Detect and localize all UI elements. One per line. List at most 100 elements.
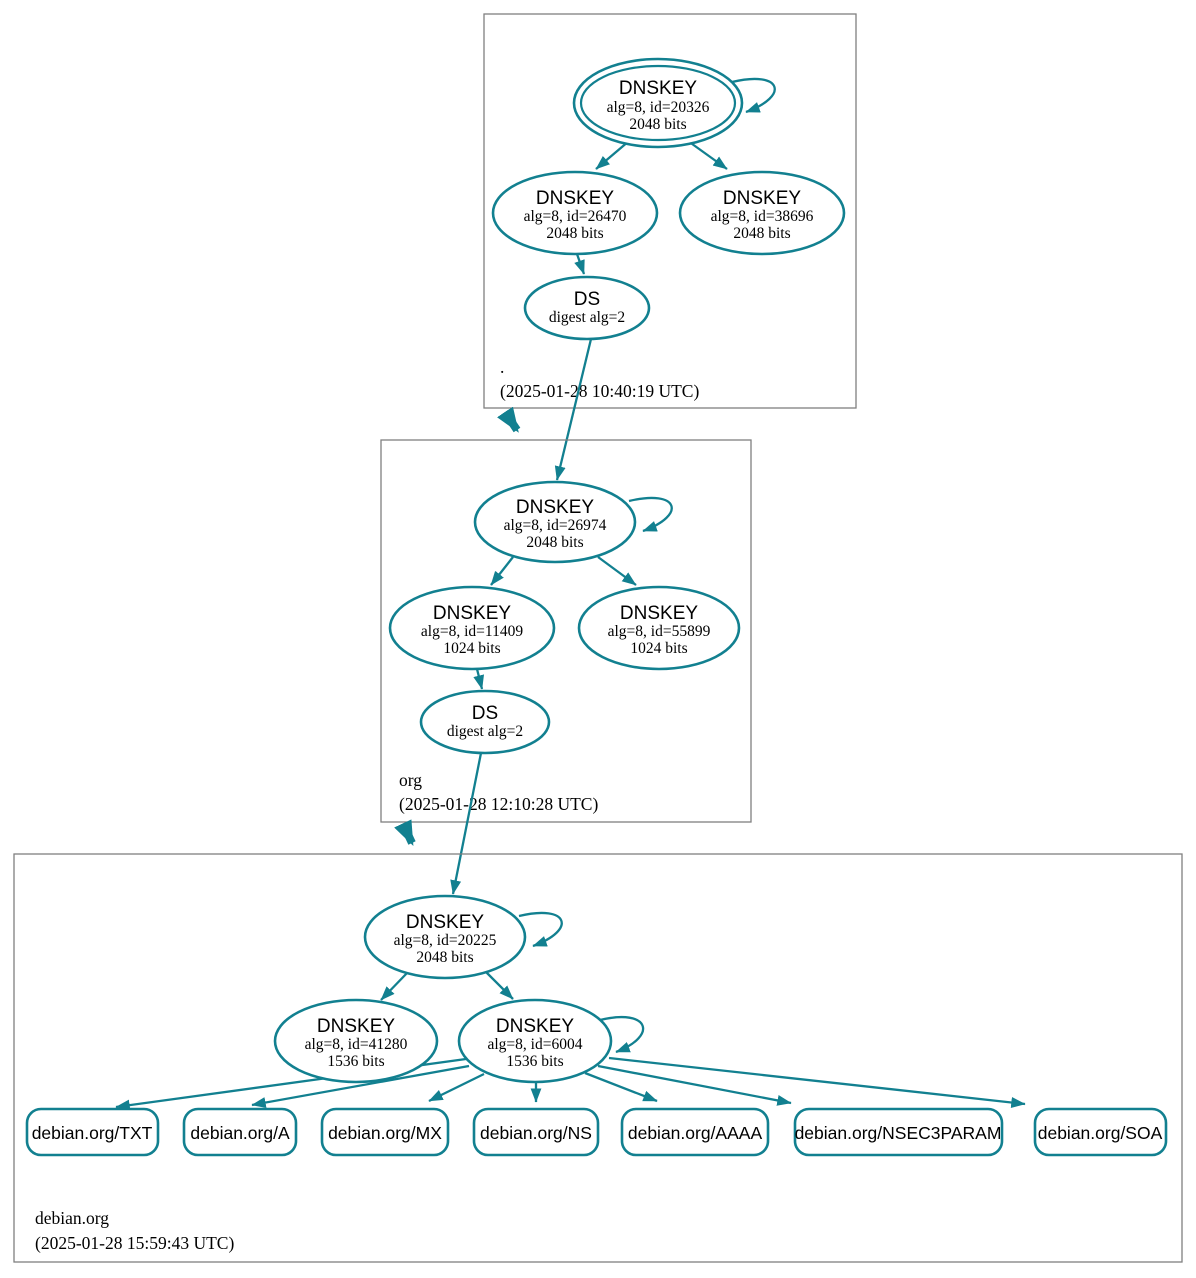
zone-root-edges (574, 77, 776, 275)
rrset-node-a: debian.org/A (182, 1107, 298, 1157)
rrset-label: debian.org/AAAA (628, 1123, 763, 1143)
dnskey-ellipse (388, 585, 556, 671)
zone-org: DNSKEY alg=8, id=26974 2048 bits DNSKEY … (380, 439, 752, 823)
dnskey-node-org-ksk: DNSKEY alg=8, id=26974 2048 bits (473, 480, 637, 564)
dnskey-ellipse (678, 170, 846, 256)
zone-box-org (380, 439, 752, 823)
rrset-box (182, 1107, 298, 1157)
rrsig-edge-ksk-to-zsk (490, 556, 514, 586)
rrset-box (320, 1107, 450, 1157)
zone-name-debian-org: debian.org (35, 1208, 109, 1228)
zone-debian-org: DNSKEY alg=8, id=20225 2048 bits DNSKEY … (13, 853, 1183, 1263)
rrsig-edge-ksk-to-key (687, 140, 728, 170)
ds-to-dnskey-edge-org-debian (450, 752, 483, 895)
dnskey-ellipse (572, 57, 744, 149)
dnskey-type-label: DNSKEY (433, 603, 511, 624)
dnskey-type-label: DNSKEY (317, 1016, 395, 1037)
dnskey-node-debian-key2: DNSKEY alg=8, id=41280 1536 bits (273, 998, 439, 1084)
rrsig-self-loop-debian-ksk (518, 911, 563, 948)
rrset-box (25, 1107, 160, 1157)
rrsig-self-loop-root-ksk (731, 77, 776, 114)
ds-type-label: DS (472, 703, 498, 724)
rrsig-edge-zsk-to-soa (608, 1056, 1026, 1108)
rrset-box (472, 1107, 600, 1157)
dnskey-alg-id-label: alg=8, id=38696 (711, 208, 814, 225)
rrsig-edge-zsk-to-ds (574, 253, 586, 275)
dnskey-bits-label: 1536 bits (327, 1053, 384, 1070)
delegation-arrow-root-org (497, 406, 521, 433)
rrsig-edge-ksk-to-key (380, 971, 409, 1001)
rrset-node-soa: debian.org/SOA (1033, 1107, 1168, 1157)
rrsig-edge-ksk-to-key (597, 556, 637, 586)
dnskey-alg-id-label: alg=8, id=55899 (608, 623, 711, 640)
dnskey-bits-label: 2048 bits (526, 534, 583, 551)
ds-digest-label: digest alg=2 (549, 309, 625, 326)
dnskey-bits-label: 2048 bits (733, 225, 790, 242)
zone-root: DNSKEY alg=8, id=20326 2048 bits DNSKEY … (483, 13, 857, 409)
rrset-row: debian.org/TXT debian.org/A debian.org/M… (25, 1107, 1168, 1157)
ds-type-label: DS (574, 289, 600, 310)
rrsig-self-loop-debian-zsk (599, 1015, 645, 1054)
dnskey-type-label: DNSKEY (516, 497, 594, 518)
rrset-label: debian.org/A (190, 1123, 290, 1143)
rrset-box (793, 1107, 1004, 1157)
dnskey-bits-label: 1024 bits (630, 640, 687, 657)
dnskey-type-label: DNSKEY (620, 603, 698, 624)
dnskey-alg-id-label: alg=8, id=20225 (394, 932, 497, 949)
dnskey-type-label: DNSKEY (496, 1016, 574, 1037)
dnskey-bits-label: 1536 bits (506, 1053, 563, 1070)
rrsig-edge-zsk-to-a (251, 1064, 470, 1108)
zone-org-edges (473, 496, 673, 690)
dnskey-ellipse (473, 480, 637, 564)
zone-timestamp-org: (2025-01-28 12:10:28 UTC) (399, 794, 598, 814)
rrsig-edge-zsk-to-ds (473, 668, 485, 690)
ds-node-root: DS digest alg=2 (523, 275, 651, 341)
dnskey-node-org-zsk: DNSKEY alg=8, id=11409 1024 bits (388, 585, 556, 671)
zone-name-root: . (500, 357, 504, 377)
ds-digest-label: digest alg=2 (447, 723, 523, 740)
dnskey-ellipse (363, 894, 527, 980)
dnskey-node-root-zsk: DNSKEY alg=8, id=26470 2048 bits (491, 170, 659, 256)
dnskey-node-root-revoked: DNSKEY alg=8, id=38696 2048 bits (678, 170, 846, 256)
dnskey-ellipse (577, 585, 741, 671)
ds-ellipse (523, 275, 651, 341)
rrsig-edge-zsk-to-nsec3param (597, 1064, 792, 1106)
dnskey-alg-id-label: alg=8, id=6004 (488, 1036, 583, 1053)
zone-timestamp-root: (2025-01-28 10:40:19 UTC) (500, 381, 699, 401)
dnskey-ellipse (491, 170, 659, 256)
rrset-label: debian.org/MX (328, 1123, 442, 1143)
rrsig-edge-ksk-to-zsk (595, 140, 630, 170)
dnskey-ellipse (273, 998, 439, 1084)
ds-ellipse (419, 689, 551, 755)
rrset-node-nsec3param: debian.org/NSEC3PARAM (793, 1107, 1004, 1157)
rrsig-edge-zsk-to-aaaa (584, 1071, 658, 1103)
dnskey-alg-id-label: alg=8, id=41280 (305, 1036, 408, 1053)
dnskey-alg-id-label: alg=8, id=11409 (421, 623, 523, 640)
rrset-label: debian.org/SOA (1038, 1123, 1163, 1143)
rrset-node-txt: debian.org/TXT (25, 1107, 160, 1157)
dnskey-bits-label: 1024 bits (443, 640, 500, 657)
rrset-box (620, 1107, 770, 1157)
rrset-node-mx: debian.org/MX (320, 1107, 450, 1157)
dnskey-node-root-ksk: DNSKEY alg=8, id=20326 2048 bits (572, 57, 744, 149)
rrset-box (1033, 1107, 1168, 1157)
dnskey-alg-id-label: alg=8, id=26974 (504, 517, 607, 534)
delegation-arrow-org-debian (394, 819, 416, 846)
dnskey-node-debian-zsk: DNSKEY alg=8, id=6004 1536 bits (457, 998, 613, 1084)
rrsig-edge-ksk-to-zsk (485, 971, 514, 1000)
rrsig-self-loop-org-ksk (628, 496, 673, 533)
dnskey-bits-label: 2048 bits (629, 116, 686, 133)
dnskey-type-label: DNSKEY (406, 912, 484, 933)
dnskey-ellipse-inner-ring (579, 64, 737, 142)
dnskey-bits-label: 2048 bits (416, 949, 473, 966)
rrset-label: debian.org/TXT (32, 1123, 153, 1143)
dnskey-type-label: DNSKEY (619, 78, 697, 99)
dnskey-ellipse (457, 998, 613, 1084)
dnskey-type-label: DNSKEY (723, 188, 801, 209)
zone-box-debian-org (13, 853, 1183, 1263)
rrsig-edge-zsk-to-mx (428, 1072, 485, 1103)
zone-box-root (483, 13, 857, 409)
dnskey-alg-id-label: alg=8, id=20326 (607, 99, 710, 116)
zone-timestamp-debian-org: (2025-01-28 15:59:43 UTC) (35, 1233, 234, 1253)
